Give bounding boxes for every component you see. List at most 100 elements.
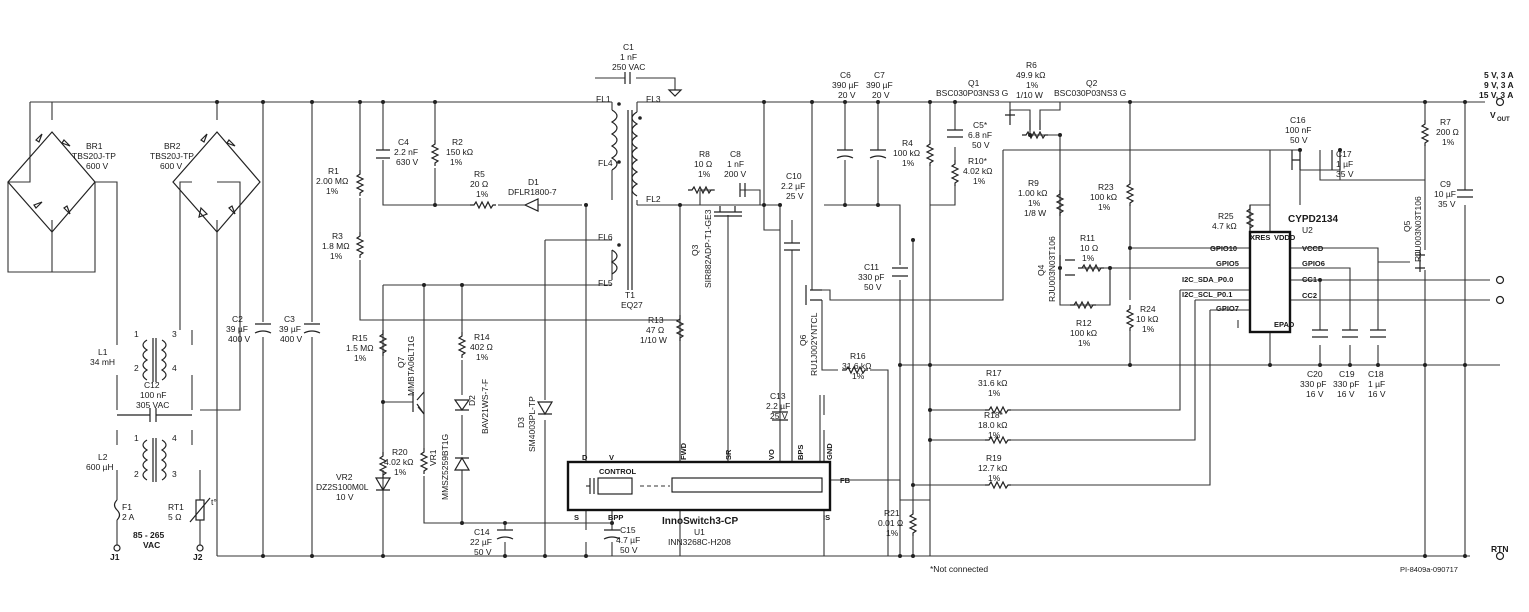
c15-ref: C15 <box>620 525 636 535</box>
q6-ref: Q6 <box>798 334 808 346</box>
l1-ref: L1 <box>98 347 108 357</box>
c16-ref: C16 <box>1290 115 1306 125</box>
vout-subscript: OUT <box>1497 117 1510 123</box>
l1-value: 34 mH <box>90 357 115 367</box>
output-rating-9v: 9 V, 3 A <box>1484 80 1514 90</box>
r25-ref: R25 <box>1218 211 1234 221</box>
u1-pin-gnd: GND <box>825 443 834 460</box>
r4-ref: R4 <box>902 138 913 148</box>
r19-tol: 1% <box>988 473 1001 483</box>
r10-value: 4.02 kΩ <box>963 166 993 176</box>
c6-ref: C6 <box>840 70 851 80</box>
br2-ref: BR2 <box>164 141 181 151</box>
br1-ref: BR1 <box>86 141 103 151</box>
c10-ref: C10 <box>786 171 802 181</box>
q5-part: RJU003N03T106 <box>1413 196 1423 262</box>
c11-ref: C11 <box>864 262 879 272</box>
r3-value: 1.8 MΩ <box>322 241 350 251</box>
d2-ref: D2 <box>467 395 477 406</box>
c17-rating: 35 V <box>1336 169 1354 179</box>
r12-ref: R12 <box>1076 318 1092 328</box>
r11-ref: R11 <box>1080 233 1095 243</box>
r11-value: 10 Ω <box>1080 243 1098 253</box>
c12-value: 100 nF <box>140 390 166 400</box>
r2-value: 150 kΩ <box>446 147 473 157</box>
c13-rating: 25 V <box>770 411 788 421</box>
thermistor-rt1 <box>189 497 211 523</box>
bridge-rectifier-br2 <box>172 131 261 233</box>
common-mode-choke-l1 <box>142 338 167 382</box>
r3-ref: R3 <box>332 231 343 241</box>
u2-support <box>1291 119 1473 338</box>
r23-value: 100 kΩ <box>1090 192 1117 202</box>
u2-pin-vccd: VCCD <box>1302 244 1324 253</box>
c14-rating: 50 V <box>474 547 492 557</box>
l2-value: 600 µH <box>86 462 114 472</box>
c7-value: 390 µF <box>866 80 893 90</box>
d2-part: BAV21WS-7-F <box>480 379 490 434</box>
r19-ref: R19 <box>986 453 1002 463</box>
r2-tol: 1% <box>450 157 463 167</box>
output-rating-5v: 5 V, 3 A <box>1484 70 1514 80</box>
r19-value: 12.7 kΩ <box>978 463 1008 473</box>
c3-ref: C3 <box>284 314 295 324</box>
bridge-rectifier-br1 <box>7 131 96 233</box>
c20-value: 330 pF <box>1300 379 1326 389</box>
input-range: 85 - 265 <box>133 530 164 540</box>
r24-ref: R24 <box>1140 304 1156 314</box>
r5-ref: R5 <box>474 169 485 179</box>
c5-value: 6.8 nF <box>968 130 992 140</box>
r2-ref: R2 <box>452 137 463 147</box>
br2-part: TBS20J-TP <box>150 151 194 161</box>
l1-pin4: 4 <box>172 363 177 373</box>
u2-pin-i2c-scl: I2C_SCL_P0.1 <box>1182 290 1232 299</box>
c13-ref: C13 <box>770 391 786 401</box>
r11-tol: 1% <box>1082 253 1095 263</box>
c11-value: 330 pF <box>858 272 884 282</box>
bulk-capacitors <box>254 323 321 334</box>
r24-tol: 1% <box>1142 324 1155 334</box>
c18-rating: 16 V <box>1368 389 1386 399</box>
c18-ref: C18 <box>1368 369 1384 379</box>
r4-value: 100 kΩ <box>893 148 920 158</box>
t1-core: EQ27 <box>621 300 643 310</box>
t1-fl3: FL3 <box>646 94 661 104</box>
f1-value: 2 A <box>122 512 135 522</box>
r8-ref: R8 <box>699 149 710 159</box>
r9-ref: R9 <box>1028 178 1039 188</box>
l2-pin3: 3 <box>172 469 177 479</box>
r15-tol: 1% <box>354 353 367 363</box>
vr2-rating: 10 V <box>336 492 354 502</box>
u2-pin-gpio5: GPIO5 <box>1216 259 1239 268</box>
rtn-label: RTN <box>1491 544 1508 554</box>
r12-tol: 1% <box>1078 338 1091 348</box>
d3-part: SM4003PL-TP <box>527 396 537 452</box>
j2-label: J2 <box>193 552 203 562</box>
u2-pin-cc2: CC2 <box>1302 291 1317 300</box>
t1-fl6: FL6 <box>598 232 613 242</box>
r13-rating: 1/10 W <box>640 335 667 345</box>
u2-pin-xres: XRES <box>1250 233 1270 242</box>
rt1-mark: t° <box>211 497 217 507</box>
c8-rating: 200 V <box>724 169 747 179</box>
c14-ref: C14 <box>474 527 490 537</box>
c4-rating: 630 V <box>396 157 419 167</box>
r17-tol: 1% <box>988 388 1001 398</box>
clamp-network <box>356 139 539 259</box>
r15-ref: R15 <box>352 333 368 343</box>
c16-rating: 50 V <box>1290 135 1308 145</box>
r23-tol: 1% <box>1098 202 1111 212</box>
br1-part: TBS20J-TP <box>72 151 116 161</box>
l1-pin1: 1 <box>134 329 139 339</box>
c5-ref: C5* <box>973 120 988 130</box>
q4-ref: Q4 <box>1036 264 1046 276</box>
input-unit: VAC <box>143 540 160 550</box>
vr2-ref: VR2 <box>336 472 353 482</box>
c12-ref: C12 <box>144 380 160 390</box>
t1-fl5: FL5 <box>598 278 613 288</box>
c11-rating: 50 V <box>864 282 882 292</box>
q3-part: SIR882ADP-T1-GE3 <box>703 209 713 288</box>
u2-ref: U2 <box>1302 225 1313 235</box>
r12-value: 100 kΩ <box>1070 328 1097 338</box>
